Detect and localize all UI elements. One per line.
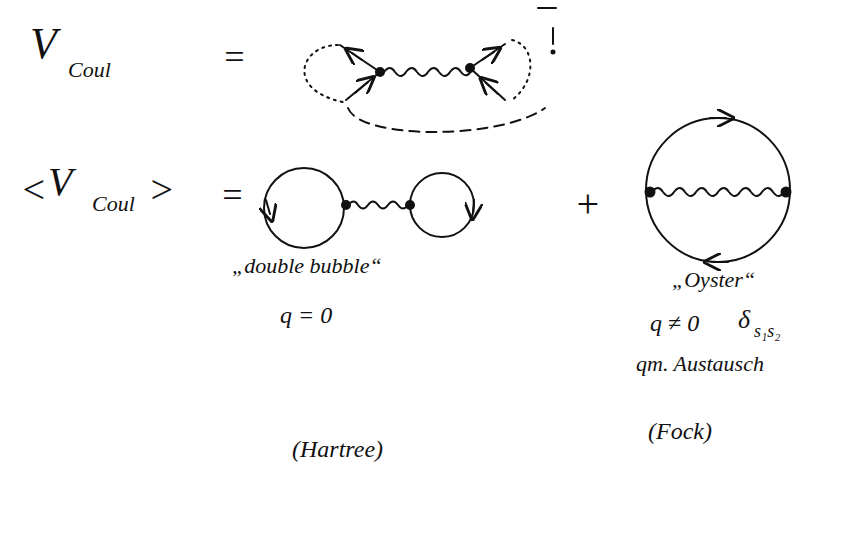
momentum-note: q = 0 <box>280 302 332 328</box>
diagram-name: „double bubble“ <box>232 254 382 278</box>
note: (Hartree) <box>292 436 383 462</box>
subscript: s₁s₂ <box>754 322 781 342</box>
diagram-name: „Oyster“ <box>672 268 755 292</box>
bracket: < <box>20 168 47 212</box>
symbol: V <box>48 160 72 204</box>
symbol: V <box>30 20 57 68</box>
bracket: > <box>148 168 175 212</box>
plus-sign: + <box>574 182 601 226</box>
kronecker-delta: δ <box>738 306 750 335</box>
subscript: Coul <box>92 192 135 216</box>
subscript: Coul <box>68 58 111 82</box>
equals-sign: = <box>222 38 246 78</box>
momentum-note: q ≠ 0 <box>650 310 699 336</box>
note: (Fock) <box>648 418 712 444</box>
note: qm. Austausch <box>636 352 764 376</box>
equals-sign: = <box>220 176 244 216</box>
